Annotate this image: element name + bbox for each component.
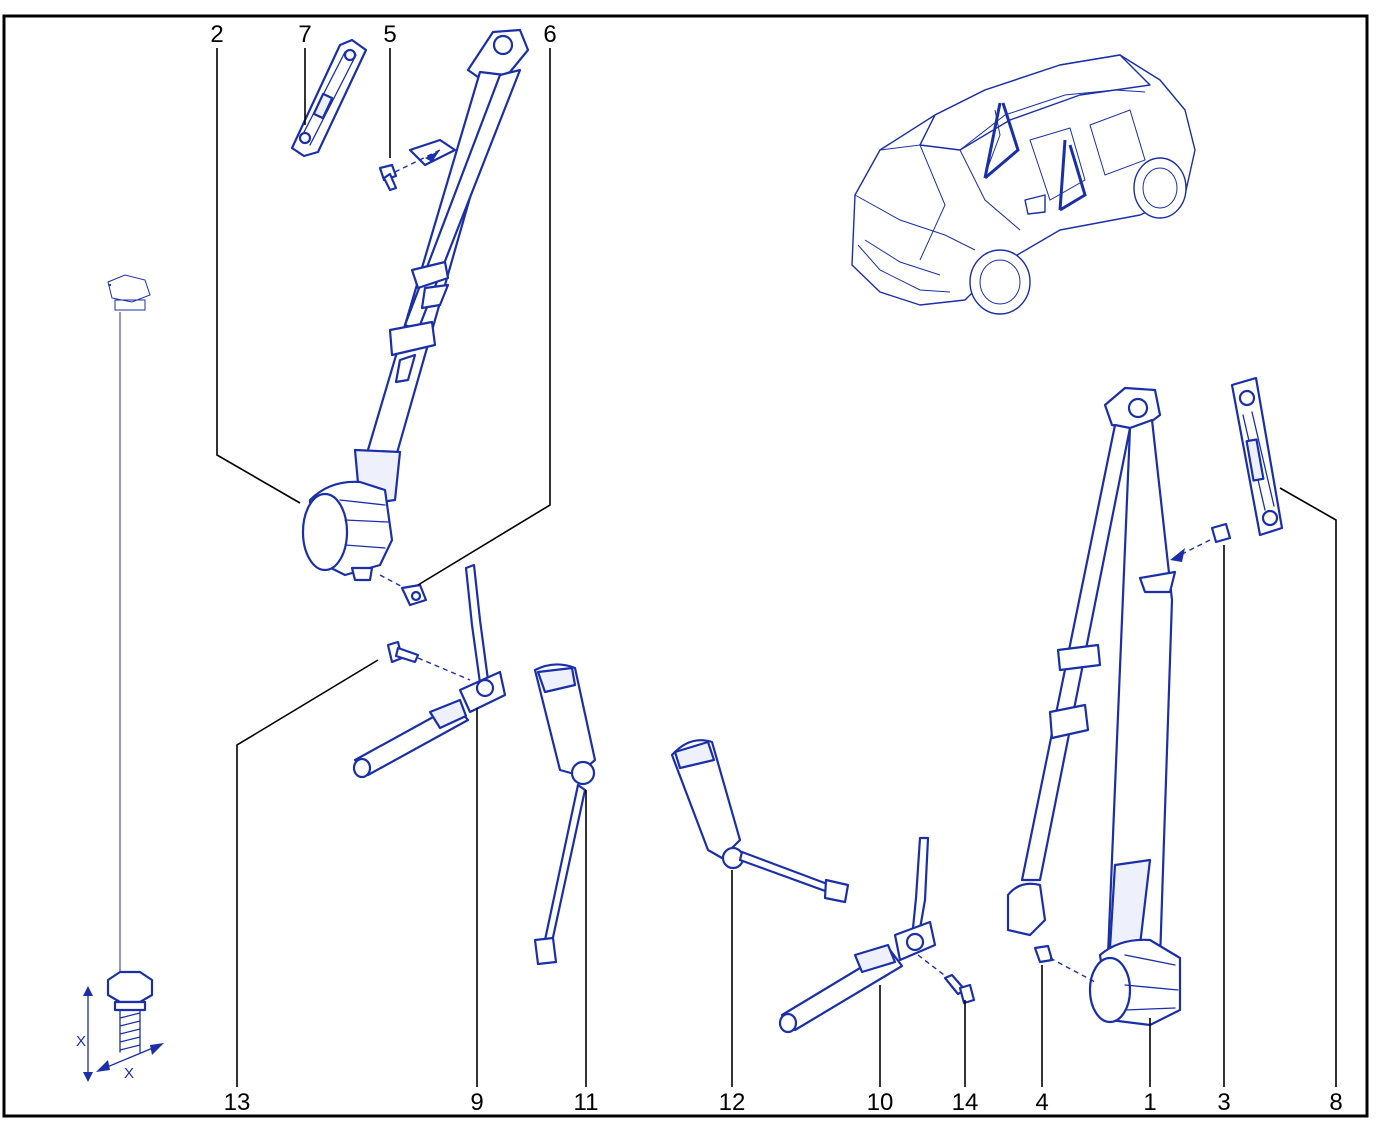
bolt-torque-icon-drawing: X X xyxy=(76,970,164,1082)
part-2-front-seat-belt-left xyxy=(301,28,530,582)
callout-1: 1 xyxy=(1143,1089,1156,1116)
callout-3: 3 xyxy=(1217,1089,1230,1116)
diagram-border xyxy=(2,14,1369,1118)
torque-label-horizontal: X xyxy=(124,1065,134,1082)
callout-6: 6 xyxy=(543,21,556,48)
part-11-buckle-left xyxy=(533,663,597,966)
callout-2: 2 xyxy=(210,21,223,48)
car-overview-icon xyxy=(851,54,1196,315)
leader-lines xyxy=(216,48,1337,1087)
part-1-seat-belt-right xyxy=(1006,386,1182,1027)
callout-8: 8 xyxy=(1329,1089,1342,1116)
part-13-buckle-bolt-left xyxy=(386,640,471,681)
callout-9: 9 xyxy=(470,1089,483,1116)
callout-12: 12 xyxy=(719,1089,746,1116)
part-12-buckle-right xyxy=(670,739,850,904)
part-14-buckle-bolt-right xyxy=(917,954,976,1005)
part-4-lower-anchor-bolt-right xyxy=(1033,944,1096,983)
part-9-buckle-pretensioner-left xyxy=(352,563,507,779)
part-3-upper-anchor-bolt-right xyxy=(1170,522,1232,562)
callout-13: 13 xyxy=(224,1089,251,1116)
callout-7: 7 xyxy=(298,21,311,48)
callout-14: 14 xyxy=(952,1089,979,1116)
bolt-torque-icon xyxy=(107,274,151,1052)
callout-4: 4 xyxy=(1035,1089,1048,1116)
part-5-upper-anchor-bolt-left xyxy=(378,149,441,192)
part-7-height-adjuster-left xyxy=(290,38,368,158)
part-10-buckle-pretensioner-right xyxy=(778,836,937,1034)
callout-labels: 2 7 5 6 13 9 11 12 10 14 4 1 3 8 xyxy=(210,21,1342,1116)
part-6-lower-anchor-bolt-left xyxy=(379,574,428,607)
callout-11: 11 xyxy=(574,1089,599,1116)
callout-5: 5 xyxy=(383,21,396,48)
torque-label-vertical: X xyxy=(76,1033,86,1050)
part-8-height-adjuster-right xyxy=(1230,376,1284,537)
callout-10: 10 xyxy=(867,1089,894,1116)
